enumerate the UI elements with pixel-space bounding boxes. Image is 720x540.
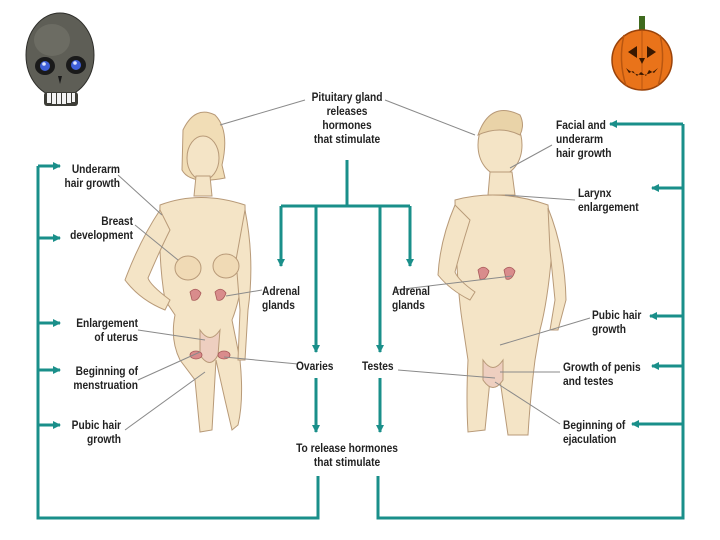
adrenal-glands-left-label: Adrenal glands xyxy=(262,284,300,312)
hormone-pathways xyxy=(36,120,685,520)
testes-label: Testes xyxy=(362,359,394,373)
adrenal-glands-right-label: Adrenal glands xyxy=(392,284,430,312)
uterus-label: Enlargement of uterus xyxy=(76,316,138,344)
breast-development-label: Breast development xyxy=(70,214,133,242)
underarm-hair-label: Underarm hair growth xyxy=(64,162,120,190)
larynx-label: Larynx enlargement xyxy=(578,186,639,214)
pituitary-label: Pituitary gland releases hormones that s… xyxy=(311,90,383,146)
release-hormones-label: To release hormones that stimulate xyxy=(296,441,398,469)
penis-testes-label: Growth of penis and testes xyxy=(563,360,641,388)
skull-icon xyxy=(25,12,95,106)
pubic-hair-male-label: Pubic hair growth xyxy=(592,308,642,336)
male-figure xyxy=(437,110,567,436)
pubic-hair-female-label: Pubic hair growth xyxy=(71,418,121,446)
facial-hair-label: Facial and underarm hair growth xyxy=(556,118,612,160)
female-figure xyxy=(124,111,252,433)
leader-lines xyxy=(117,99,591,431)
menstruation-label: Beginning of menstruation xyxy=(73,364,138,392)
ejaculation-label: Beginning of ejaculation xyxy=(563,418,626,446)
ovaries-label: Ovaries xyxy=(296,359,334,373)
jack-o-lantern-icon xyxy=(611,16,673,91)
